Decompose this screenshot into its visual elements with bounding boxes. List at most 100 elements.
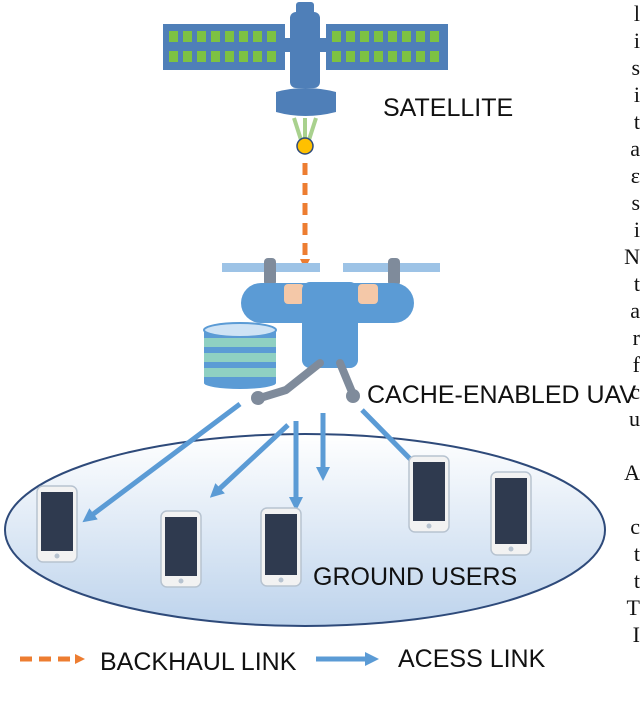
margin-glyph: t: [633, 109, 640, 134]
panel-strut-right: [318, 38, 330, 52]
solar-cell: [332, 31, 341, 42]
solar-cell: [183, 51, 192, 62]
foot-left: [251, 391, 265, 405]
solar-cell: [402, 31, 411, 42]
solar-cell: [416, 51, 425, 62]
satellite-dish: [276, 88, 336, 116]
margin-glyph: r: [632, 325, 640, 350]
phone-icon: [36, 485, 78, 563]
margin-glyph: s: [631, 190, 640, 215]
motor-pad-left: [284, 284, 304, 304]
solar-cell: [402, 51, 411, 62]
solar-cell: [253, 51, 262, 62]
margin-glyph: N: [624, 244, 640, 269]
satellite-icon: [163, 2, 448, 155]
margin-glyph: I: [632, 622, 640, 647]
uav-body: [302, 282, 358, 368]
phone-icon: [408, 455, 450, 533]
right-solar-panel: [326, 24, 448, 70]
uav-icon: [222, 258, 440, 405]
solar-cell: [430, 51, 439, 62]
solar-cell: [388, 31, 397, 42]
margin-glyph: i: [633, 82, 640, 107]
solar-cell: [169, 51, 178, 62]
solar-cell: [197, 31, 206, 42]
solar-cell: [183, 31, 192, 42]
satellite-body: [290, 12, 320, 88]
margin-glyph: f: [632, 352, 640, 377]
margin-glyph: i: [633, 217, 640, 242]
solar-cell: [374, 31, 383, 42]
solar-cell: [253, 31, 262, 42]
foot-right: [346, 389, 360, 403]
solar-cell: [239, 51, 248, 62]
solar-cell: [225, 51, 234, 62]
panel-strut-left: [280, 38, 292, 52]
solar-cell: [169, 31, 178, 42]
solar-cell: [388, 51, 397, 62]
right-panel-cells: [332, 31, 439, 62]
cache-database-icon: [203, 322, 277, 389]
solar-cell: [239, 31, 248, 42]
legend-access-label: ACESS LINK: [398, 645, 546, 673]
margin-glyph: l: [633, 1, 640, 26]
access-link-arrow: [209, 423, 290, 498]
margin-glyph: ε: [630, 163, 640, 188]
margin-glyph: a: [630, 136, 640, 161]
satellite-label: SATELLITE: [383, 94, 513, 122]
ground-users-label: GROUND USERS: [313, 563, 517, 591]
landing-leg-right: [336, 359, 356, 396]
margin-glyph: i: [633, 28, 640, 53]
cache-bottom: [204, 377, 276, 389]
solar-cell: [346, 31, 355, 42]
margin-glyph: T: [626, 595, 640, 620]
margin-glyph: [622, 432, 640, 459]
satellite-top-cap: [296, 2, 314, 16]
margin-glyph: [622, 486, 640, 513]
cache-band-3: [204, 368, 276, 377]
solar-cell: [197, 51, 206, 62]
phone-icon: [160, 510, 202, 588]
margin-glyph: A: [624, 460, 640, 485]
margin-glyph: a: [630, 298, 640, 323]
motor-pad-right: [358, 284, 378, 304]
solar-cell: [332, 51, 341, 62]
solar-cell: [211, 51, 220, 62]
margin-glyph: t: [633, 541, 640, 566]
margin-glyph: c: [630, 514, 640, 539]
landing-leg-left: [256, 359, 324, 402]
rotor-shaft-left: [264, 258, 276, 286]
solar-cell: [360, 31, 369, 42]
ground-user-phones: [36, 455, 532, 588]
solar-cell: [416, 31, 425, 42]
phone-icon: [490, 471, 532, 556]
margin-glyph: s: [631, 55, 640, 80]
phone-icon: [260, 507, 302, 587]
solar-cell: [267, 31, 276, 42]
ground-area: [4, 433, 606, 627]
rotor-shaft-right: [388, 258, 400, 286]
solar-cell: [267, 51, 276, 62]
cache-band-1: [204, 338, 276, 347]
margin-glyph: u: [629, 406, 640, 431]
dish-feed-horn: [296, 137, 314, 155]
margin-glyph: t: [633, 271, 640, 296]
solar-cell: [225, 31, 234, 42]
solar-cell: [430, 31, 439, 42]
solar-cell: [211, 31, 220, 42]
legend: BACKHAUL LINK ACESS LINK: [20, 645, 546, 676]
access-link-arrow: [82, 402, 242, 523]
legend-backhaul-label: BACKHAUL LINK: [100, 648, 297, 676]
solar-cell: [346, 51, 355, 62]
cache-top: [203, 322, 277, 338]
uav-label: CACHE-ENABLED UAV: [367, 381, 636, 409]
margin-glyph: c: [630, 379, 640, 404]
solar-cell: [374, 51, 383, 62]
left-panel-cells: [169, 31, 276, 62]
left-solar-panel: [163, 24, 285, 70]
margin-glyph: t: [633, 568, 640, 593]
solar-cell: [360, 51, 369, 62]
